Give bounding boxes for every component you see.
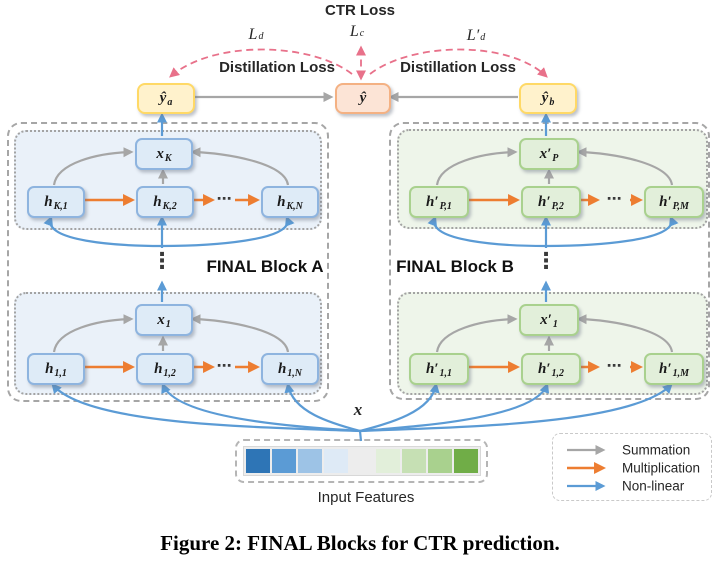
feature-square [402,449,426,473]
node-h-prime-11-base: h′ [425,360,439,377]
final-block-b-label: FINAL Block B [396,257,514,276]
node-y-hat: ŷ [335,83,391,114]
node-y-hat-a-sub: a [167,97,173,108]
node-h-prime-PM: h′P,M [644,186,704,218]
feature-squares [243,446,481,476]
node-h-prime-12-base: h′ [537,360,551,377]
feature-square [376,449,400,473]
ctr-loss-label: CTR Loss [324,2,396,19]
feature-square [272,449,296,473]
legend-nonlinear-label: Non-linear [622,478,685,494]
node-h-12-base: h [154,360,163,377]
node-h-prime-P1-sub: P,1 [439,200,452,212]
vdots-a: ⋮ [151,249,173,274]
hdots-b-top: ⋯ [606,189,622,208]
distillation-loss-left: Distillation Loss [219,59,335,76]
node-x-prime-1-base: x′ [540,311,552,328]
node-h-prime-P2-base: h′ [538,193,551,210]
node-x-1-sub: 1 [165,318,171,330]
distillation-arrows [169,45,548,81]
lc-base: L [349,23,359,40]
node-h-prime-1M-base: h′ [659,360,672,377]
nonlinear-arrows [43,112,679,442]
node-y-hat-base: ŷ [359,90,367,106]
hdots-a-top: ⋯ [216,189,232,208]
node-h-prime-1M: h′1,M [644,353,704,385]
node-x-K-sub: K [164,152,172,164]
final-block-a-label: FINAL Block A [206,257,324,276]
hdots-a-bottom: ⋯ [216,356,232,375]
lc-label: Lc [350,23,364,41]
node-x-prime-P-sub: P [552,152,559,164]
node-x-prime-1: x′1 [519,304,579,336]
node-x-1-base: x [157,311,165,328]
node-h-prime-12-sub: 1,2 [551,367,565,379]
input-x-label: x [353,400,363,419]
legend-summation-label: Summation [622,442,691,458]
node-h-KN-sub: K,N [286,200,303,212]
node-h-1N-base: h [277,360,287,377]
ld-prime-base: L′ [466,27,480,44]
node-x-prime-1-sub: 1 [552,318,558,330]
node-h-prime-11-sub: 1,1 [439,367,453,379]
node-y-hat-b-sub: b [549,97,555,108]
legend-arrows [567,444,606,492]
summation-arrows [52,91,674,353]
feature-square [428,449,452,473]
lc-sub: c [359,28,365,39]
node-h-prime-P2-sub: P,2 [551,200,564,212]
node-h-prime-1M-sub: 1,M [672,367,689,379]
feature-square [298,449,322,473]
figure-caption: Figure 2: FINAL Blocks for CTR predictio… [160,531,560,555]
node-h-K1-base: h [44,193,53,210]
ld-label: Ld [249,26,264,44]
node-h-prime-PM-base: h′ [659,193,672,210]
node-h-prime-P1: h′P,1 [409,186,469,218]
node-h-KN-base: h [277,193,286,210]
ld-base: L [248,26,258,43]
feature-square [324,449,348,473]
node-h-prime-12: h′1,2 [521,353,581,385]
multiplication-arrows [83,194,643,373]
distillation-loss-right: Distillation Loss [400,59,516,76]
node-x-prime-P-base: x′ [539,145,552,162]
node-h-prime-P2: h′P,2 [521,186,581,218]
node-h-prime-PM-sub: P,M [672,200,689,212]
node-x-prime-P: x′P [519,138,579,170]
feature-square [350,449,374,473]
node-h-prime-P1-base: h′ [426,193,439,210]
hdots-b-bottom: ⋯ [606,356,622,375]
node-h-K2-base: h [153,193,162,210]
node-h-12-sub: 1,2 [163,367,176,379]
node-h-11-sub: 1,1 [54,367,67,379]
ld-prime-sub: d [480,32,486,43]
node-x-K-base: x [156,145,164,162]
legend-multiplication-label: Multiplication [622,460,701,476]
feature-square [246,449,270,473]
node-h-K1-sub: K,1 [53,200,68,212]
node-h-K2-sub: K,2 [162,200,177,212]
node-h-prime-11: h′1,1 [409,353,469,385]
node-y-hat-b-base: ŷ [541,90,549,106]
ld-sub: d [258,31,264,42]
node-y-hat-a-base: ŷ [159,90,167,106]
feature-square [454,449,478,473]
input-features-label: Input Features [317,489,415,506]
vdots-b: ⋮ [535,249,557,274]
node-h-1N-sub: 1,N [287,367,303,379]
node-h-11-base: h [45,360,54,377]
ld-prime-label: L′d [467,27,485,45]
